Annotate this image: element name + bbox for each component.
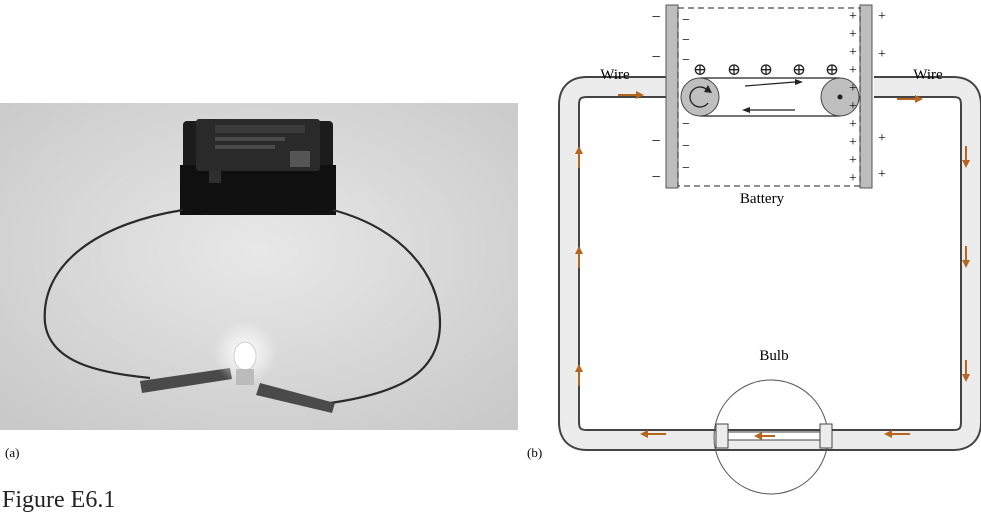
ion-symbol: ⊕ bbox=[825, 60, 839, 79]
ion-symbol: ⊕ bbox=[792, 60, 806, 79]
plus-sign: + bbox=[849, 99, 857, 114]
plus-sign: + bbox=[849, 45, 857, 60]
plus-sign: + bbox=[849, 81, 857, 96]
battery-label: Battery bbox=[740, 191, 785, 207]
wire-tube-inner bbox=[560, 78, 980, 449]
plus-sign: + bbox=[878, 167, 886, 182]
minus-sign: − bbox=[651, 169, 660, 186]
plus-sign: + bbox=[849, 117, 857, 132]
current-arrow bbox=[962, 246, 970, 268]
panel-label-a: (a) bbox=[5, 445, 20, 460]
minus-sign: − bbox=[682, 139, 690, 154]
current-arrow bbox=[575, 246, 583, 268]
wire-tube-outer bbox=[558, 76, 981, 451]
plus-sign: + bbox=[849, 63, 857, 78]
positive-plate bbox=[859, 4, 873, 189]
current-arrow bbox=[575, 146, 583, 168]
minus-sign: − bbox=[682, 33, 690, 48]
battery-box bbox=[677, 7, 861, 187]
clip-right-photo bbox=[256, 383, 335, 413]
circuit-diagram: ⊕ ⊕ ⊕ ⊕ ⊕ − − − − − − − − − − + + + + + … bbox=[558, 4, 981, 495]
minus-sign: − bbox=[682, 161, 690, 176]
wire-left-photo bbox=[43, 208, 184, 380]
plus-sign: + bbox=[849, 9, 857, 24]
current-arrow bbox=[618, 91, 644, 99]
current-arrow bbox=[962, 360, 970, 382]
minus-sign: − bbox=[682, 53, 690, 68]
negative-plate bbox=[665, 4, 679, 189]
current-arrows bbox=[575, 91, 970, 440]
current-arrow bbox=[575, 364, 583, 386]
ion-symbol: ⊕ bbox=[693, 60, 707, 79]
battery-holder-photo bbox=[180, 119, 336, 215]
minus-sign: − bbox=[651, 9, 660, 26]
minus-sign: − bbox=[651, 49, 660, 66]
current-arrow bbox=[897, 95, 923, 103]
plus-sign: + bbox=[849, 135, 857, 150]
current-arrow bbox=[884, 430, 910, 438]
bulb-photo bbox=[233, 341, 257, 371]
current-arrow bbox=[962, 146, 970, 168]
wire-right-photo bbox=[329, 208, 442, 405]
current-arrow bbox=[640, 430, 666, 438]
plus-sign: + bbox=[878, 47, 886, 62]
minus-sign: − bbox=[682, 13, 690, 28]
wire-label-left: Wire bbox=[600, 67, 630, 83]
plus-sign: + bbox=[849, 27, 857, 42]
circuit-photo bbox=[0, 103, 518, 430]
figure-caption: Figure E6.1 bbox=[2, 487, 116, 513]
clip-left-photo bbox=[140, 368, 232, 393]
left-pulley bbox=[680, 77, 720, 117]
current-arrow bbox=[754, 432, 775, 440]
minus-sign: − bbox=[651, 133, 660, 150]
wire-label-right: Wire bbox=[913, 67, 943, 83]
plus-sign: + bbox=[849, 153, 857, 168]
plus-sign: + bbox=[849, 171, 857, 186]
minus-sign: − bbox=[682, 117, 690, 132]
plus-sign: + bbox=[878, 131, 886, 146]
panel-label-b: (b) bbox=[527, 445, 543, 460]
ion-symbol: ⊕ bbox=[759, 60, 773, 79]
plus-sign: + bbox=[878, 9, 886, 24]
bulb-label: Bulb bbox=[759, 348, 788, 364]
ion-symbol: ⊕ bbox=[727, 60, 741, 79]
